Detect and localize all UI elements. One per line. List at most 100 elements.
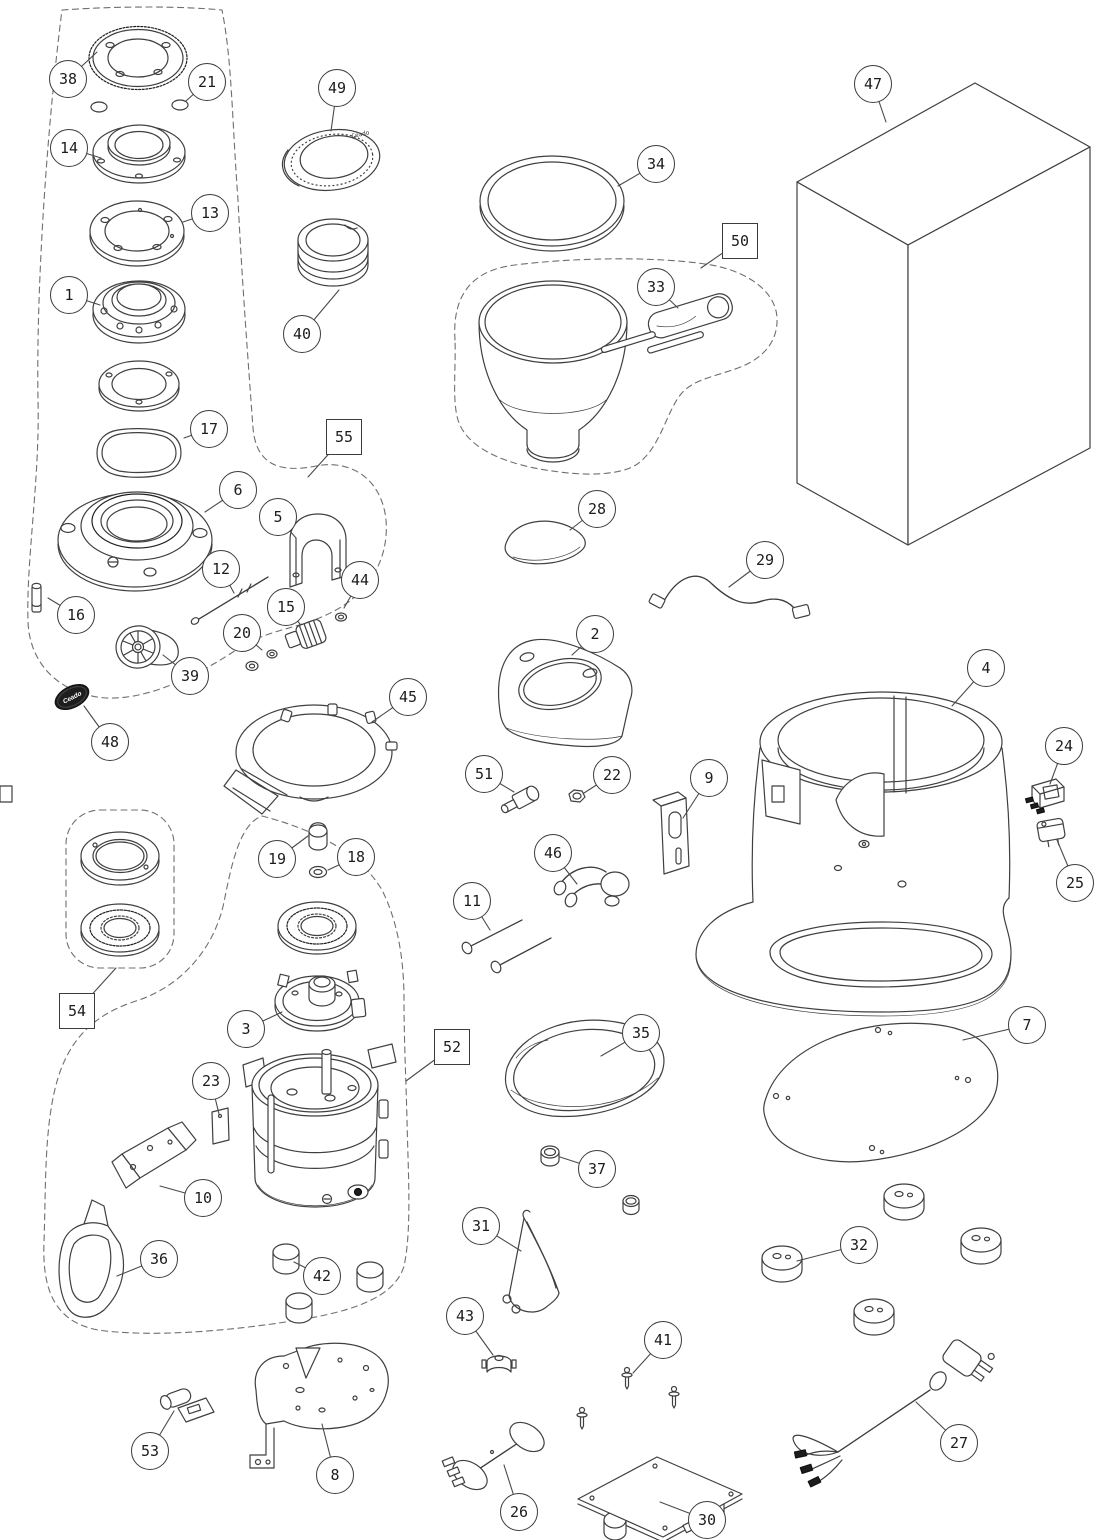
part-front-panel: Ceado bbox=[497, 638, 633, 748]
callout-15: 15 bbox=[267, 588, 305, 626]
callout-18: 18 bbox=[337, 838, 375, 876]
part-micro-switch bbox=[1036, 817, 1066, 848]
callout-46: 46 bbox=[534, 834, 572, 872]
dial-brand-text: Ceado bbox=[351, 129, 371, 140]
part-spacer-ring bbox=[98, 360, 180, 412]
callout-3: 3 bbox=[227, 1010, 265, 1048]
callout-10: 10 bbox=[184, 1179, 222, 1217]
callout-22: 22 bbox=[593, 756, 631, 794]
part-flat-flange-ring bbox=[89, 200, 185, 267]
part-hopper-lid bbox=[479, 155, 625, 252]
part-collection-tray bbox=[505, 1019, 665, 1118]
callout-54: 54 bbox=[59, 993, 95, 1029]
part-packaging-box bbox=[796, 82, 1091, 546]
callout-40: 40 bbox=[283, 315, 321, 353]
callout-30: 30 bbox=[688, 1501, 726, 1539]
part-flat-bracket bbox=[652, 791, 690, 875]
part-grinding-chamber bbox=[242, 1043, 397, 1208]
part-hex-nut bbox=[568, 789, 586, 803]
callout-37: 37 bbox=[578, 1150, 616, 1188]
part-rubber-feet-small bbox=[272, 1243, 384, 1324]
part-rotor-disc bbox=[274, 969, 367, 1032]
group-outline-hopper-assembly bbox=[454, 258, 778, 475]
callout-39: 39 bbox=[171, 657, 209, 695]
part-bean-hopper bbox=[478, 280, 628, 463]
callout-48: 48 bbox=[91, 723, 129, 761]
callout-21: 21 bbox=[188, 63, 226, 101]
callout-33: 33 bbox=[637, 268, 675, 306]
part-bushing bbox=[500, 785, 540, 814]
part-washer-small bbox=[334, 612, 348, 622]
callout-14: 14 bbox=[50, 129, 88, 167]
part-main-switch bbox=[1024, 778, 1065, 815]
part-cable-clamp-bracket bbox=[159, 1388, 215, 1423]
part-cap-nut bbox=[308, 822, 328, 851]
callout-42: 42 bbox=[303, 1257, 341, 1295]
part-discharge-chute bbox=[58, 1199, 125, 1318]
part-grommets bbox=[540, 1145, 640, 1216]
callout-16: 16 bbox=[57, 596, 95, 634]
group-outline-grinding-chamber-assembly bbox=[43, 815, 410, 1334]
callout-4: 4 bbox=[967, 649, 1005, 687]
part-window-lens bbox=[504, 520, 586, 565]
part-power-cord bbox=[792, 1339, 995, 1488]
callout-53: 53 bbox=[131, 1432, 169, 1470]
callout-25: 25 bbox=[1056, 864, 1094, 902]
part-graduated-dial-ring: Ceado bbox=[281, 128, 381, 192]
callout-17: 17 bbox=[190, 410, 228, 448]
callout-44: 44 bbox=[341, 561, 379, 599]
callout-43: 43 bbox=[446, 1297, 484, 1335]
part-lower-burr bbox=[277, 901, 357, 955]
part-adjustment-cap bbox=[297, 218, 369, 287]
callout-52: 52 bbox=[434, 1029, 470, 1065]
callout-9: 9 bbox=[690, 759, 728, 797]
callout-26: 26 bbox=[500, 1493, 538, 1531]
callout-23: 23 bbox=[192, 1062, 230, 1100]
part-retaining-ring bbox=[223, 703, 398, 815]
part-long-bolts bbox=[461, 919, 552, 974]
part-capacitor bbox=[441, 1421, 545, 1491]
group-outline-upper-burr-assembly bbox=[27, 6, 387, 699]
callout-45: 45 bbox=[389, 678, 427, 716]
callout-55: 55 bbox=[326, 419, 362, 455]
callout-38: 38 bbox=[49, 60, 87, 98]
part-shaft-washer bbox=[308, 865, 328, 879]
part-hook-bracket bbox=[289, 513, 347, 588]
part-cover-caps bbox=[90, 99, 189, 113]
part-lock-washers bbox=[245, 649, 278, 672]
part-bearing-assembly bbox=[92, 280, 186, 344]
callout-32: 32 bbox=[840, 1226, 878, 1264]
callout-31: 31 bbox=[462, 1207, 500, 1245]
callout-6: 6 bbox=[219, 471, 257, 509]
part-fork-yoke bbox=[553, 866, 630, 908]
part-drive-gear-ring bbox=[88, 25, 188, 91]
part-hopper-shutter-slide bbox=[600, 293, 733, 354]
callout-12: 12 bbox=[202, 550, 240, 588]
part-cable-clamp-small bbox=[481, 1354, 517, 1373]
callout-51: 51 bbox=[465, 755, 503, 793]
part-burr-set-burr bbox=[80, 903, 160, 957]
part-rubber-feet-large bbox=[761, 1183, 1002, 1336]
part-base-plate bbox=[763, 1022, 999, 1163]
callout-35: 35 bbox=[622, 1014, 660, 1052]
part-wiring-cable bbox=[648, 575, 811, 619]
callout-7: 7 bbox=[1008, 1006, 1046, 1044]
callout-24: 24 bbox=[1045, 727, 1083, 765]
callout-41: 41 bbox=[644, 1321, 682, 1359]
callout-47: 47 bbox=[854, 65, 892, 103]
group-outline-burr-set bbox=[65, 809, 175, 969]
callout-1: 1 bbox=[50, 276, 88, 314]
callout-13: 13 bbox=[191, 194, 229, 232]
callout-27: 27 bbox=[940, 1424, 978, 1462]
callout-5: 5 bbox=[259, 498, 297, 536]
callout-34: 34 bbox=[637, 145, 675, 183]
part-logo-badge: Ceado bbox=[54, 683, 90, 711]
part-main-body-housing bbox=[0, 691, 1012, 1017]
callout-50: 50 bbox=[722, 223, 758, 259]
part-motor-mount-plate bbox=[249, 1342, 389, 1469]
part-adjuster-shaft bbox=[190, 576, 269, 625]
callout-36: 36 bbox=[140, 1240, 178, 1278]
part-push-rivets bbox=[576, 1366, 680, 1430]
